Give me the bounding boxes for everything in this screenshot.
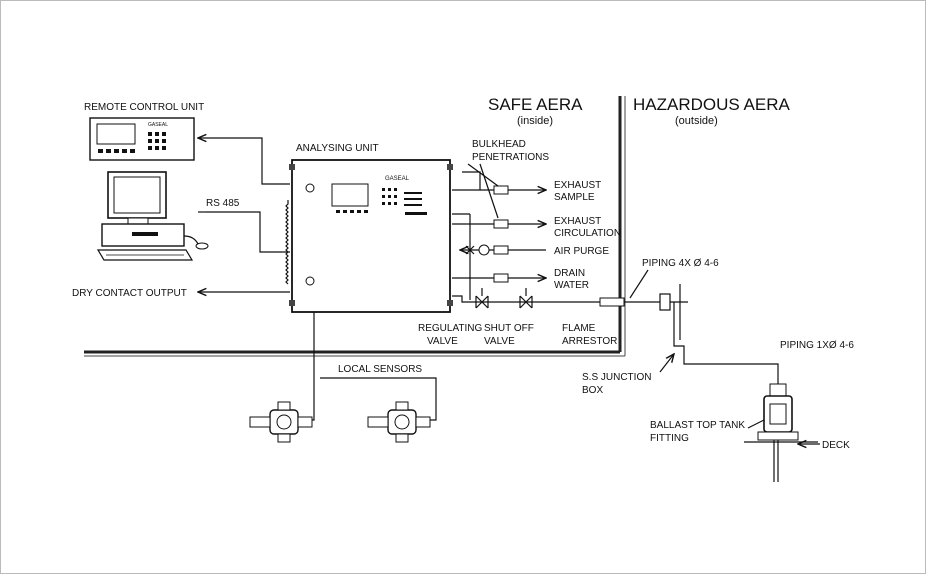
bulkhead-lines (452, 163, 546, 300)
deck-label: DECK (822, 440, 850, 451)
hazard-area-title: HAZARDOUS AERA (633, 95, 790, 114)
exhaust-circulation-label-1: EXHAUST (554, 216, 601, 227)
bulkhead-label-1: BULKHEAD (472, 139, 526, 150)
exhaust-circulation-label-2: CIRCULATION (554, 228, 621, 239)
dry-contact-label: DRY CONTACT OUTPUT (72, 288, 187, 299)
flame-arrestor-label-2: ARRESTOR (562, 336, 617, 347)
local-sensors (249, 312, 437, 443)
hazard-area-subtitle: (outside) (675, 115, 718, 127)
signal-lines (198, 138, 290, 292)
ballast-tank-fitting (744, 383, 820, 482)
ballast-label-1: BALLAST TOP TANK (650, 420, 745, 431)
sensor-icon (249, 401, 313, 443)
analysing-unit: GASEAL (285, 159, 453, 313)
exhaust-sample-label-1: EXHAUST (554, 180, 601, 191)
zone-walls (84, 96, 626, 357)
sample-line (452, 269, 779, 384)
svg-text:GASEAL: GASEAL (385, 176, 410, 182)
junction-box-label-1: S.S JUNCTION (582, 372, 651, 383)
remote-control-unit-label: REMOTE CONTROL UNIT (84, 102, 204, 113)
air-purge-label: AIR PURGE (554, 246, 609, 257)
drain-water-label-1: DRAIN (554, 268, 585, 279)
drain-water-label-2: WATER (554, 280, 589, 291)
regulating-valve-label-1: REGULATING (418, 323, 482, 334)
shut-off-valve-label-2: VALVE (484, 336, 515, 347)
local-sensors-label: LOCAL SENSORS (338, 364, 422, 375)
sensor-icon (367, 401, 431, 443)
rs485-label: RS 485 (206, 198, 240, 209)
svg-text:GASEAL: GASEAL (148, 122, 168, 128)
piping-1x-label: PIPING 1XØ 4-6 (780, 340, 854, 351)
computer-icon (96, 171, 209, 261)
exhaust-sample-label-2: SAMPLE (554, 192, 595, 203)
flame-arrestor-label-1: FLAME (562, 323, 596, 334)
safe-area-title: SAFE AERA (488, 95, 583, 114)
bulkhead-label-2: PENETRATIONS (472, 152, 549, 163)
junction-box-label-2: BOX (582, 385, 603, 396)
analysing-unit-label: ANALYSING UNIT (296, 143, 379, 154)
safe-area-subtitle: (inside) (517, 115, 553, 127)
ballast-label-2: FITTING (650, 433, 689, 444)
remote-control-unit: GASEAL (89, 117, 195, 161)
shut-off-valve-label-1: SHUT OFF (484, 323, 534, 334)
piping-4x-label: PIPING 4X Ø 4-6 (642, 258, 719, 269)
regulating-valve-label-2: VALVE (427, 336, 458, 347)
